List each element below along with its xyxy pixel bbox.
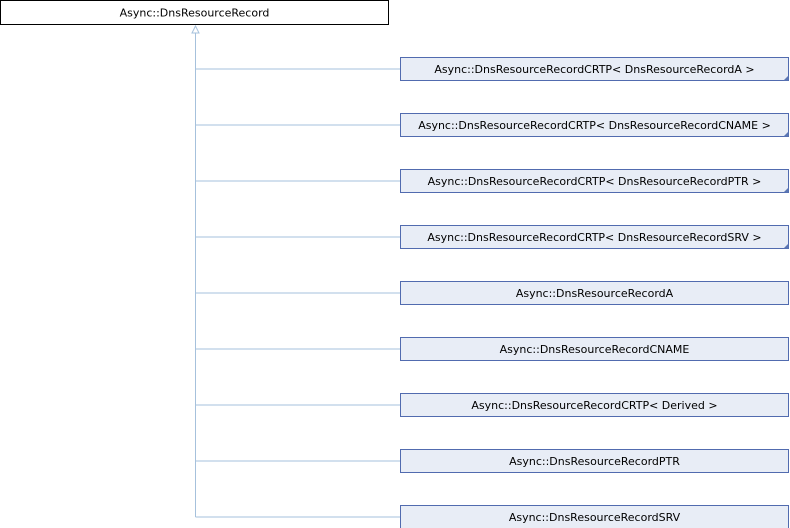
derived-class-node[interactable]: Async::DnsResourceRecordCRTP< DnsResourc… [400,113,789,137]
derived-class-label: Async::DnsResourceRecordA [516,287,674,300]
base-class-node[interactable]: Async::DnsResourceRecord [0,0,389,25]
more-subclasses-marker-icon [783,187,789,193]
derived-class-label: Async::DnsResourceRecordCRTP< Derived > [471,399,717,412]
more-subclasses-marker-icon [783,131,789,137]
derived-class-node[interactable]: Async::DnsResourceRecordCRTP< DnsResourc… [400,225,789,249]
derived-class-node[interactable]: Async::DnsResourceRecordCRTP< Derived > [400,393,789,417]
derived-class-node[interactable]: Async::DnsResourceRecordCNAME [400,337,789,361]
derived-class-node[interactable]: Async::DnsResourceRecordCRTP< DnsResourc… [400,57,789,81]
derived-class-box [400,225,789,249]
derived-class-node[interactable]: Async::DnsResourceRecordPTR [400,449,789,473]
derived-class-label: Async::DnsResourceRecordCRTP< DnsResourc… [427,231,761,244]
derived-class-node[interactable]: Async::DnsResourceRecordCRTP< DnsResourc… [400,169,789,193]
derived-class-box [400,449,789,473]
derived-class-node[interactable]: Async::DnsResourceRecordA [400,281,789,305]
derived-class-node[interactable]: Async::DnsResourceRecordSRV [400,505,789,528]
derived-class-label: Async::DnsResourceRecordPTR [509,455,680,468]
derived-class-label: Async::DnsResourceRecordCNAME [500,343,690,356]
derived-class-box [400,393,789,417]
derived-class-box [400,169,789,193]
derived-class-label: Async::DnsResourceRecordCRTP< DnsResourc… [428,175,762,188]
more-subclasses-marker-icon [783,243,789,249]
inheritance-arrowhead [191,24,200,34]
derived-class-box [400,505,789,528]
derived-class-box [400,113,789,137]
derived-class-box [400,337,789,361]
derived-class-nodes: Async::DnsResourceRecordCRTP< DnsResourc… [400,57,789,528]
inheritance-edges [191,24,401,518]
derived-class-box [400,281,789,305]
derived-class-label: Async::DnsResourceRecordSRV [509,511,681,524]
more-subclasses-marker-icon [783,75,789,81]
derived-class-label: Async::DnsResourceRecordCRTP< DnsResourc… [434,63,754,76]
derived-class-label: Async::DnsResourceRecordCRTP< DnsResourc… [418,119,771,132]
base-class-box [0,0,389,25]
base-class-label: Async::DnsResourceRecord [120,7,270,20]
derived-class-box [400,57,789,81]
